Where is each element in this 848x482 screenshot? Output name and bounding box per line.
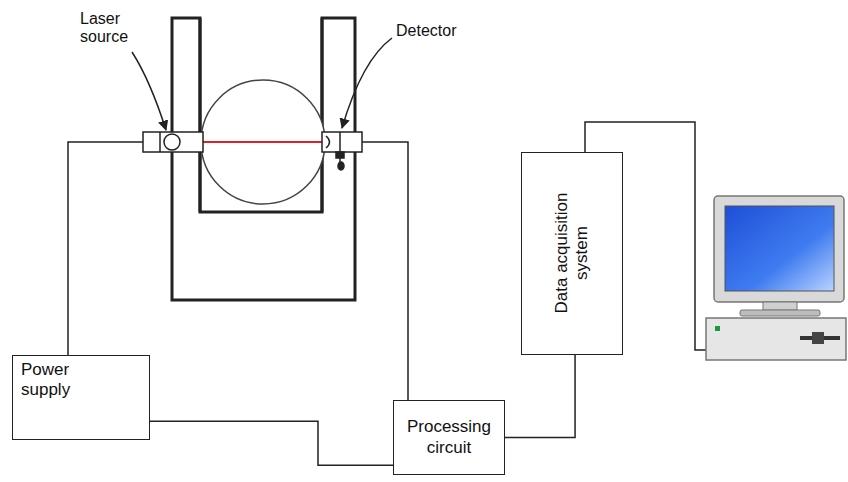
- laser-beam: [200, 141, 325, 143]
- node-text: Processing circuit: [402, 417, 496, 458]
- node-text: Data acquisition system: [551, 164, 592, 343]
- detector-symbol: [322, 132, 362, 170]
- sample-vessel: [201, 80, 325, 204]
- wire: [150, 421, 393, 465]
- computer-illustration: [706, 196, 846, 360]
- wire: [505, 355, 575, 438]
- process-box: Processing circuit: [393, 400, 505, 475]
- wire: [68, 122, 712, 400]
- part-label: Detector: [394, 22, 488, 40]
- process-box: Power supply: [12, 355, 150, 440]
- system-box: Data acquisition system: [521, 152, 623, 355]
- sample-holder: [172, 18, 355, 300]
- node-text: Power supply: [21, 360, 91, 401]
- leader-line: [132, 38, 392, 130]
- laser-source-symbol: [143, 132, 203, 152]
- part-label: Laser source: [78, 10, 152, 45]
